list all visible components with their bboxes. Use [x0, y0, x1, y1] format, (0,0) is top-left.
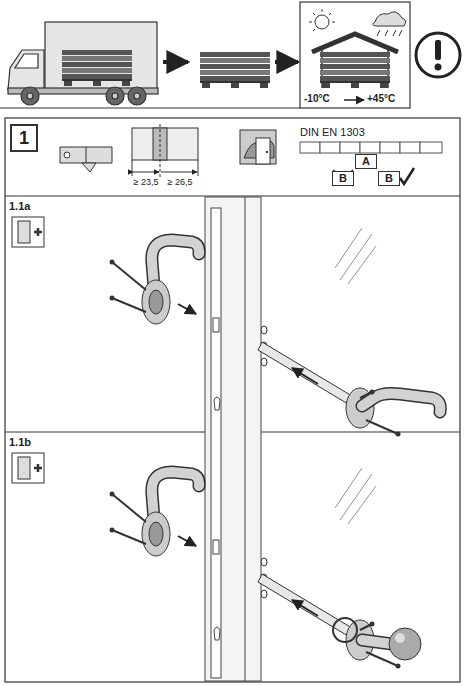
door-profile: [205, 197, 376, 681]
divider: [5, 196, 460, 197]
door-icon: [240, 130, 276, 164]
storage-icon: [300, 2, 410, 108]
warning-sign: [416, 33, 460, 77]
din-class-strip: [300, 142, 442, 186]
flow-arrow: [163, 60, 188, 64]
class-letter: A: [362, 156, 370, 167]
standard-name: DIN EN 1303: [300, 127, 365, 138]
step-number-box: 1: [10, 124, 38, 152]
class-box: A: [355, 154, 377, 169]
ground-line: [0, 108, 300, 109]
temperature: +45°C: [367, 94, 395, 104]
step-frame: [5, 118, 460, 682]
truck: [8, 22, 158, 105]
handle-set: [110, 472, 422, 669]
class-box: B: [332, 171, 354, 186]
flow-arrow: [275, 60, 298, 64]
dimension: ≥ 23,5: [134, 178, 159, 187]
dimension-drawing: [132, 124, 198, 178]
step-label: 1.1a: [9, 201, 30, 212]
handle-set: [110, 240, 441, 437]
class-box: B: [378, 171, 400, 186]
class-letter: B: [338, 173, 348, 184]
step-number: 1: [19, 129, 29, 147]
dimension: ≥ 26,5: [168, 178, 193, 187]
class-letter: B: [385, 173, 393, 184]
lock-cylinder: [60, 147, 112, 172]
step-label: 1.1b: [9, 437, 31, 448]
temperature: -10°C: [304, 94, 330, 104]
